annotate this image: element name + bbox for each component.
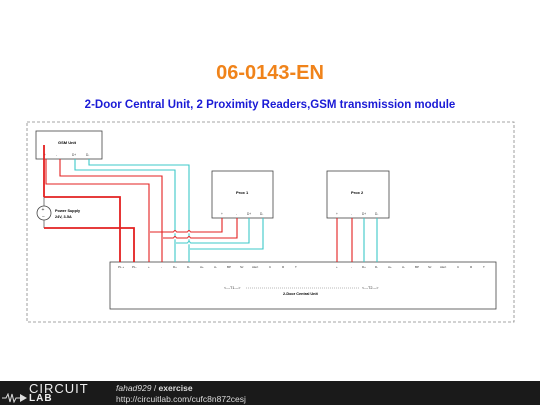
central-pin: A+ xyxy=(200,265,204,269)
central-pin: PL + xyxy=(118,265,124,269)
gsm-pin-plus: + xyxy=(44,153,46,157)
gsm-pin-minus: - xyxy=(56,153,57,157)
central-pin: D+ xyxy=(173,265,177,269)
project-url[interactable]: http://circuitlab.com/cufc8n872cesj xyxy=(116,394,246,404)
central-pin: C xyxy=(269,265,272,269)
central-pin: Alert xyxy=(252,265,258,269)
central-pin: D- xyxy=(187,265,190,269)
prox1-pin-plus: + xyxy=(221,212,223,216)
central-pin: + xyxy=(336,265,338,269)
page-title: 06-0143-EN xyxy=(216,62,324,84)
gsm-data-wires xyxy=(74,159,190,262)
prox1-pin-minus: - xyxy=(236,212,237,216)
prox2-pin-plus: + xyxy=(336,212,338,216)
central-pin: T xyxy=(295,265,297,269)
logo-text-lab: LAB xyxy=(29,393,53,404)
wire-crossing-arcs xyxy=(173,230,191,244)
central-pin: Sz xyxy=(240,265,244,269)
schematic-frame xyxy=(26,121,515,323)
central-pin: BP xyxy=(227,265,231,269)
prox1-pin-dminus: D- xyxy=(260,212,263,216)
central-pin: C xyxy=(457,265,460,269)
prox2-pin-dplus: D+ xyxy=(362,212,366,216)
prox1-power-wires xyxy=(150,218,238,239)
prox2-pin-dminus: D- xyxy=(375,212,378,216)
gsm-power-wires xyxy=(45,159,163,262)
central-pin: - xyxy=(351,265,352,269)
psu-power-wires xyxy=(43,145,135,262)
prox1-data-wires xyxy=(176,218,264,250)
central-pin: BP xyxy=(415,265,419,269)
author-separator: / xyxy=(151,383,159,393)
schematic-diagram: GSM Unit + - D+ D- Prox 1 + - D+ D- Prox… xyxy=(26,121,515,323)
author-line: fahad929 / exercise xyxy=(116,383,193,393)
central-pin: A+ xyxy=(388,265,392,269)
psu-minus-sign: − xyxy=(42,214,45,220)
circuitlab-logo-icon xyxy=(2,393,27,403)
prox2-label: Prox 2 xyxy=(351,190,364,195)
prox2-pin-minus: - xyxy=(351,212,352,216)
central-pin: Alert xyxy=(440,265,446,269)
psu-plus-sign: + xyxy=(42,207,45,213)
central-pin: + xyxy=(148,265,150,269)
prox2-data-wires xyxy=(363,218,378,262)
central-pin: D- xyxy=(375,265,378,269)
psu-label-2: 24V, 3-5A xyxy=(55,215,72,219)
gsm-unit-label: GSM Unit xyxy=(58,140,77,145)
prox2-power-wires xyxy=(336,218,353,262)
prox2-box xyxy=(326,170,390,219)
project-name[interactable]: exercise xyxy=(158,383,193,393)
central-pin: - xyxy=(161,265,162,269)
prox1-pin-dplus: D+ xyxy=(247,212,251,216)
central-t1-label: <---T1---> xyxy=(224,286,241,290)
central-unit-box xyxy=(109,261,497,310)
central-t2-label: <---T2---> xyxy=(362,286,379,290)
central-pin: A- xyxy=(214,265,217,269)
central-pin: A- xyxy=(402,265,405,269)
footer-bar: CIRCUIT LAB fahad929 / exercise http://c… xyxy=(0,381,540,405)
central-pin: Sz xyxy=(428,265,432,269)
central-pin: PL- xyxy=(132,265,137,269)
central-pin: T xyxy=(483,265,485,269)
gsm-unit-box xyxy=(35,130,103,160)
central-pin: R xyxy=(470,265,473,269)
gsm-pin-dminus: D- xyxy=(86,153,89,157)
central-pin: D+ xyxy=(362,265,366,269)
central-unit-label: 2-Door Central Unit xyxy=(283,292,319,296)
psu-label-1: Power Supply xyxy=(55,209,81,213)
gsm-pin-dplus: D+ xyxy=(72,153,76,157)
prox1-box xyxy=(211,170,274,219)
page-subtitle: 2-Door Central Unit, 2 Proximity Readers… xyxy=(84,99,456,111)
logo-text-circuit: CIRCUIT xyxy=(29,381,89,396)
central-pin: R xyxy=(282,265,285,269)
prox1-label: Prox 1 xyxy=(236,190,249,195)
author-username[interactable]: fahad929 xyxy=(116,383,152,393)
